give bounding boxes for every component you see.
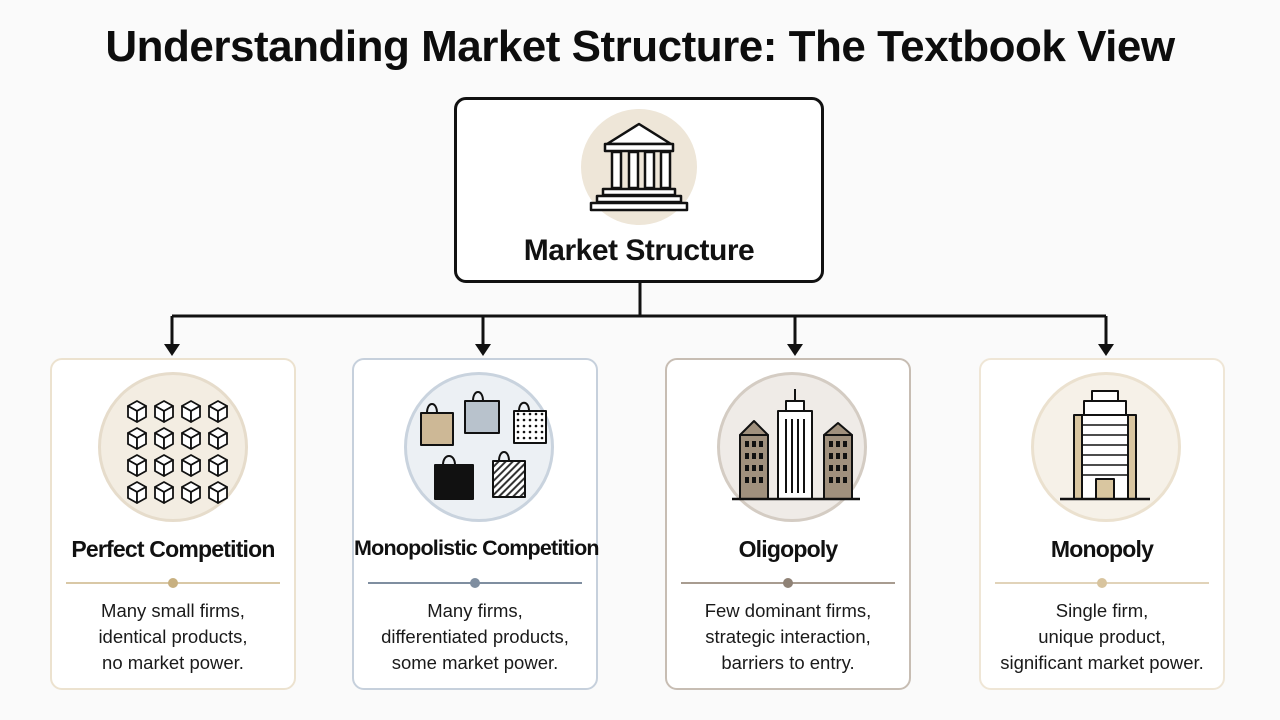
skyscrapers-icon bbox=[717, 372, 867, 522]
card-title: Oligopoly bbox=[738, 536, 839, 562]
bank-building-icon bbox=[581, 109, 697, 225]
page-title: Understanding Market Structure: The Text… bbox=[105, 22, 1175, 71]
card-description: Few dominant firms, strategic interactio… bbox=[704, 600, 872, 673]
single-tower-icon bbox=[1031, 372, 1181, 522]
card-monopoly: Monopoly Single firm, unique product, si… bbox=[979, 358, 1225, 690]
card-oligopoly: Oligopoly Few dominant firms, strategic … bbox=[665, 358, 911, 690]
card-title: Monopolistic Competition bbox=[354, 536, 600, 560]
card-title: Perfect Competition bbox=[71, 536, 275, 562]
shopping-bags-icon bbox=[404, 372, 554, 522]
divider bbox=[995, 578, 1209, 588]
card-description: Many firms, differentiated products, som… bbox=[381, 600, 569, 673]
card-description: Many small firms, identical products, no… bbox=[98, 600, 248, 673]
root-label: Market Structure bbox=[523, 234, 755, 267]
card-perfect-competition: Perfect Competition Many small firms, id… bbox=[50, 358, 296, 690]
market-structure-node: Market Structure bbox=[454, 97, 824, 283]
divider bbox=[368, 578, 582, 588]
card-monopolistic-competition: Monopolistic Competition Many firms, dif… bbox=[352, 358, 600, 690]
cubes-grid-icon bbox=[98, 372, 248, 522]
divider bbox=[66, 578, 280, 588]
card-description: Single firm, unique product, significant… bbox=[1000, 600, 1204, 673]
divider bbox=[681, 578, 895, 588]
card-title: Monopoly bbox=[1050, 536, 1154, 562]
